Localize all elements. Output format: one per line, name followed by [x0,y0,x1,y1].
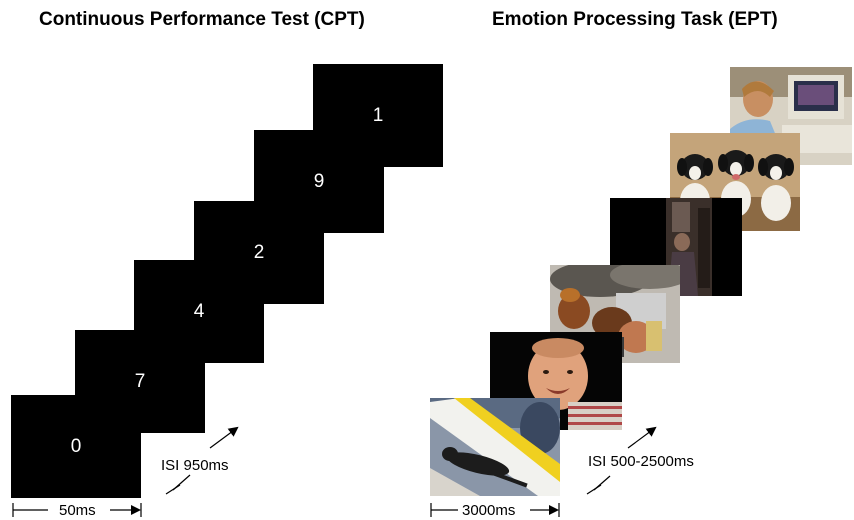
cpt-isi-tail [172,474,191,491]
digit-label: 0 [70,435,82,457]
ept-isi-label: ISI 500-2500ms [588,453,694,470]
digit-label: 4 [193,300,205,322]
digit-label: 7 [134,370,146,392]
cpt-title: Continuous Performance Test (CPT) [39,9,365,30]
digit-label: 1 [372,104,384,126]
ept-duration-label: 3000ms [462,502,516,519]
digit-label: 9 [313,170,325,192]
ept-isi-arrow [627,426,657,449]
cpt-duration-label: 50ms [59,502,96,519]
cpt-isi-arrow [209,426,239,449]
ept-title: Emotion Processing Task (EPT) [492,9,778,30]
cpt-isi-label: ISI 950ms [161,457,229,474]
cpt-card-digit-0: 0 [11,395,141,498]
cat-on-street-photo [430,398,560,496]
ept-isi-tail [593,475,611,491]
digit-label: 2 [253,241,265,263]
